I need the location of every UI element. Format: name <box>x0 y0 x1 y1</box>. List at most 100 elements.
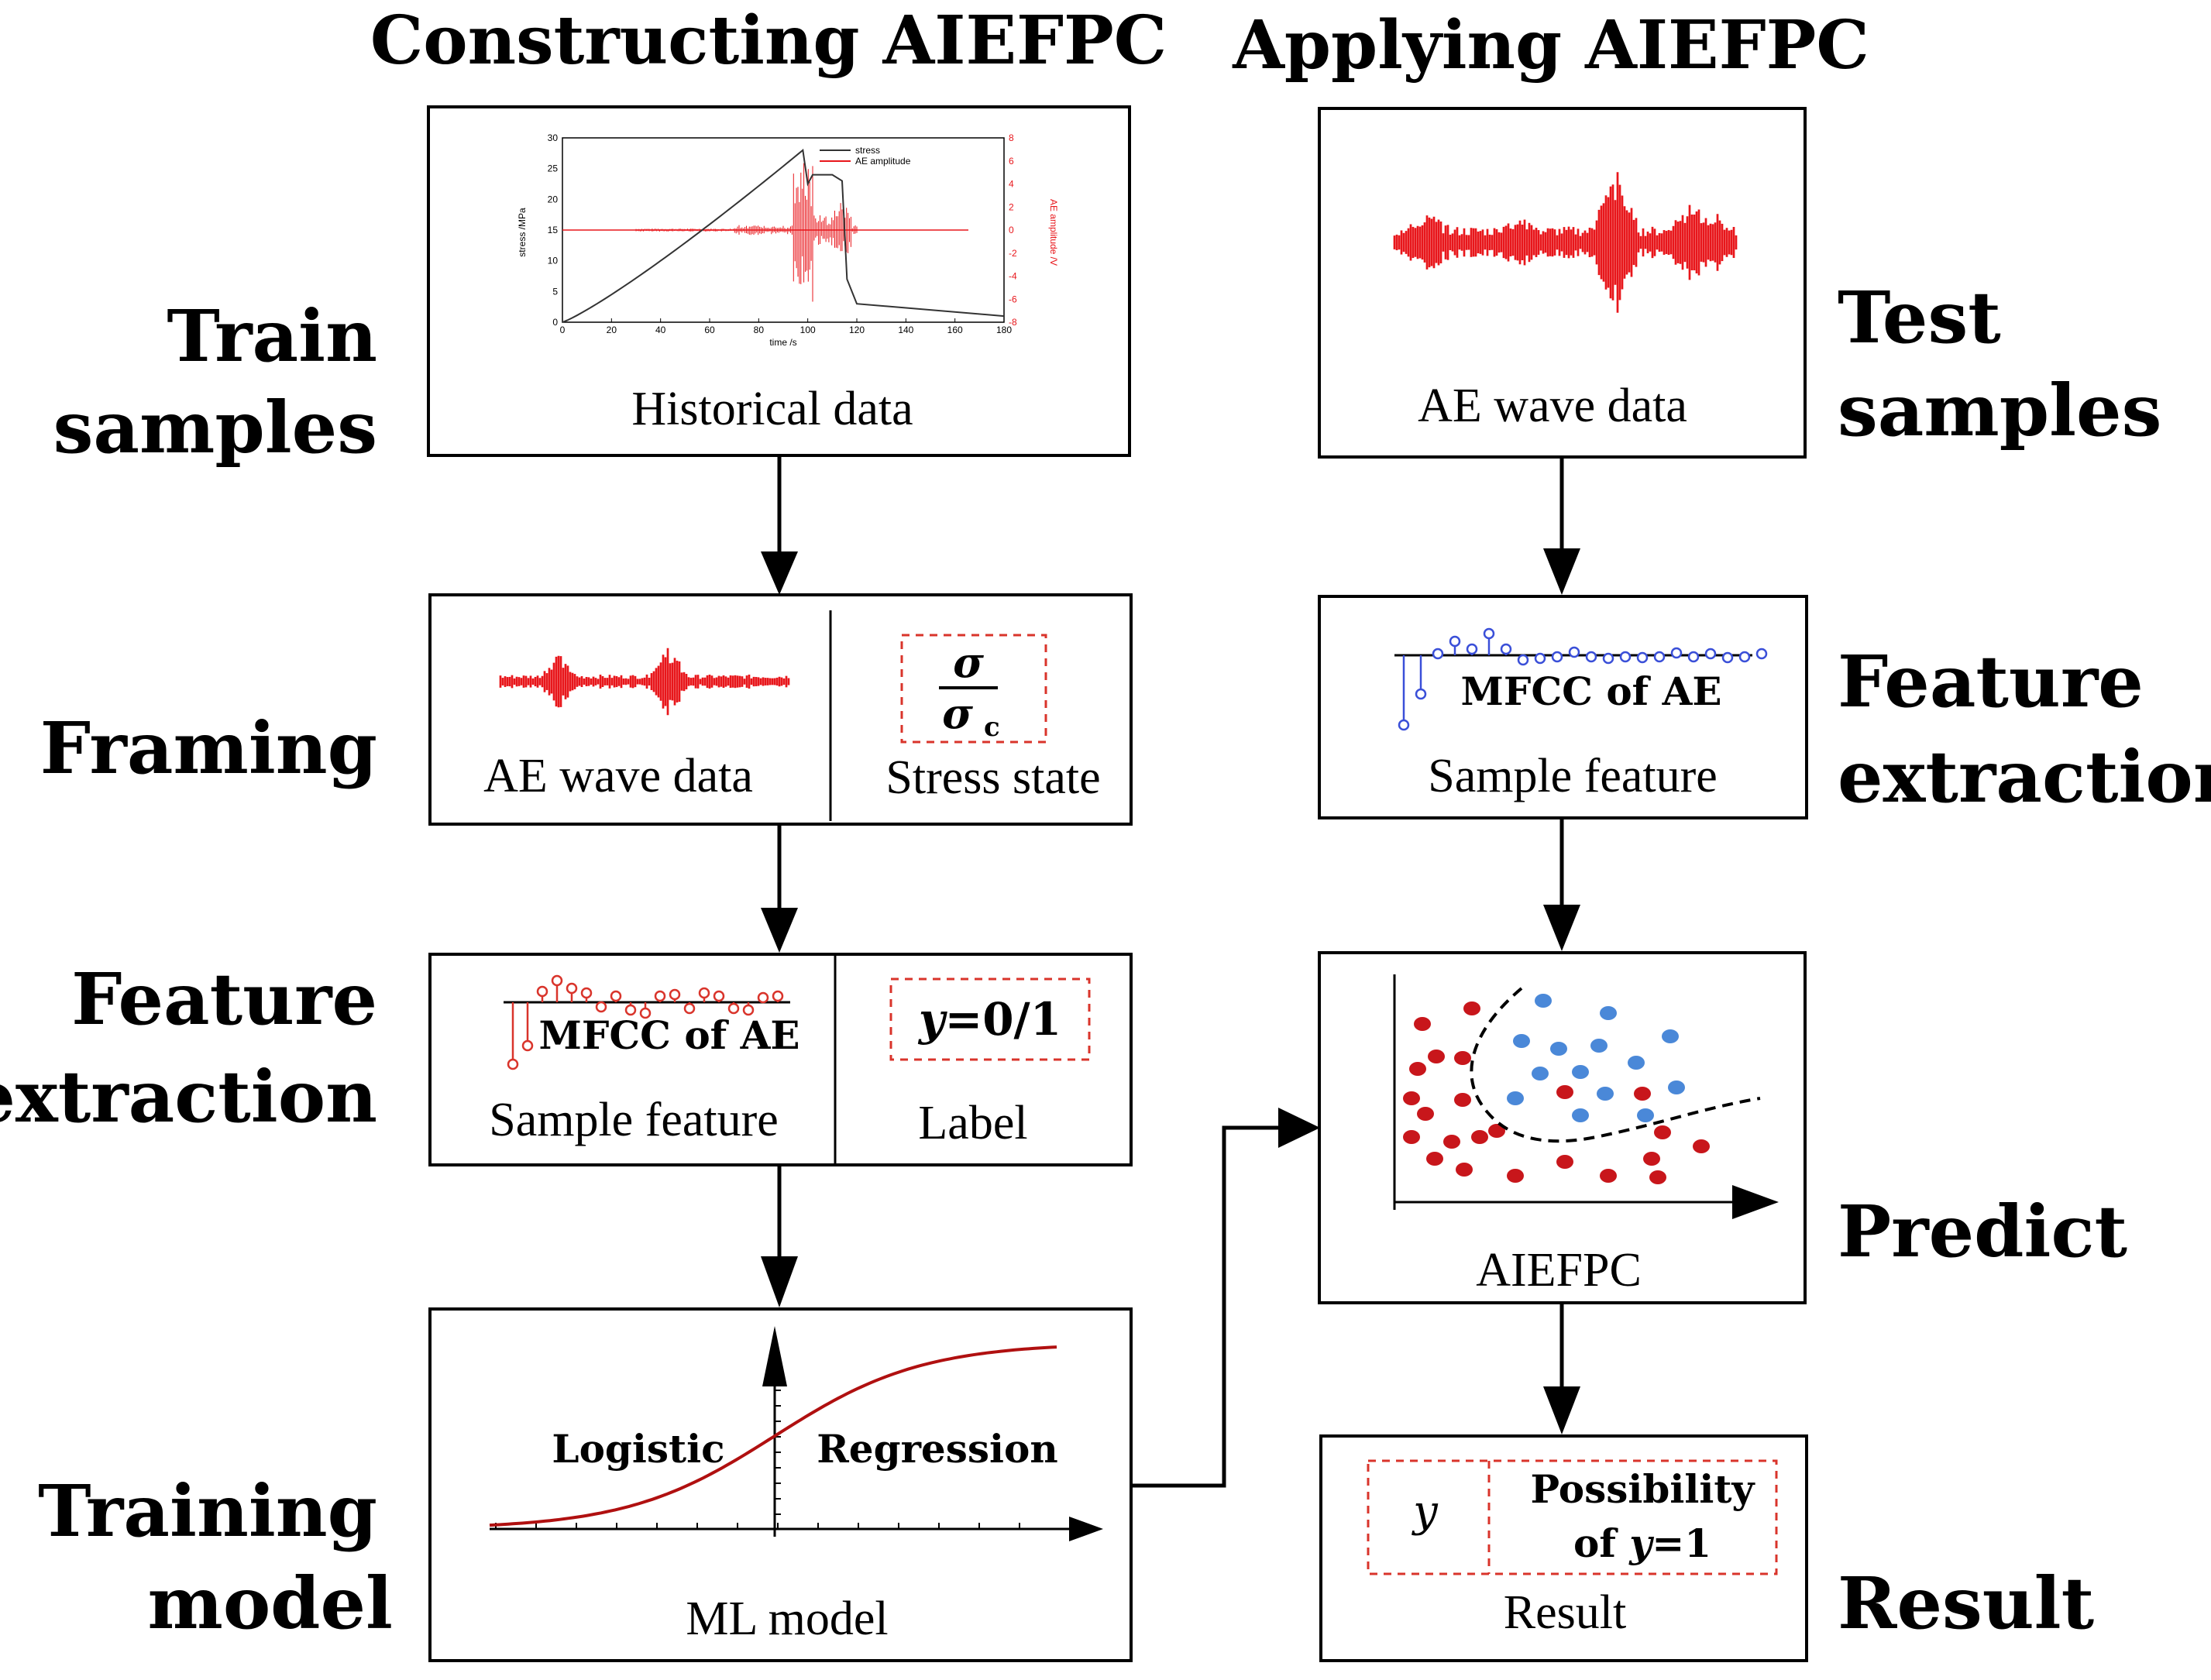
result-dashed-box <box>1367 1459 1778 1575</box>
classification-scatter <box>1393 974 1779 1219</box>
scatter-dot-red <box>1693 1139 1710 1153</box>
scatter-dot-blue <box>1590 1039 1608 1053</box>
scatter-dot-blue <box>1597 1087 1614 1101</box>
mfcc-stem-head <box>1653 651 1666 663</box>
hist-xtick-label: 180 <box>996 325 1012 335</box>
arrow-head-5 <box>1543 905 1580 951</box>
header-constructing: Constructing AIEFPC <box>370 2 1167 80</box>
label-training-model-line1: Training <box>38 1469 377 1553</box>
formula-numerator: σ <box>953 637 984 687</box>
mfcc-stem-head <box>1415 688 1427 700</box>
hist-xtick-label: 20 <box>607 325 617 335</box>
label-train-samples-line1: Train <box>167 294 377 378</box>
arrow-head-6 <box>1543 1386 1580 1434</box>
result-box <box>1319 1434 1808 1662</box>
label-feature-extraction-right-line2: extraction <box>1838 735 2211 819</box>
mfcc-stem-head <box>757 991 769 1004</box>
logistic-label: Logistic <box>552 1426 724 1472</box>
hist-ytick-right-label: -6 <box>1009 294 1017 304</box>
hist-ylabel-left: stress /MPa <box>517 208 528 257</box>
label-feature-extraction-line1: Feature <box>71 957 377 1041</box>
scatter-dot-red <box>1403 1130 1420 1144</box>
mfcc-stem-head <box>1738 651 1751 663</box>
hist-ytick-right-label: -2 <box>1009 248 1017 259</box>
mfcc-stem-head <box>1704 648 1717 660</box>
mfcc-stem-head <box>580 987 593 999</box>
scatter-dot-blue <box>1662 1029 1679 1043</box>
legend-stress-label: stress <box>855 145 880 156</box>
mfcc-stem-head <box>1534 652 1546 665</box>
scatter-dot-red <box>1454 1093 1471 1107</box>
mfcc-stem-head <box>654 990 666 1002</box>
mfcc-stem-head <box>1432 648 1444 660</box>
scatter-dot-blue <box>1572 1065 1589 1079</box>
label-feature-extraction-right-line1: Feature <box>1838 640 2144 723</box>
hist-ytick-right-label: 8 <box>1009 132 1014 143</box>
hist-ytick-right-label: -8 <box>1009 317 1017 328</box>
scatter-dot-red <box>1463 1001 1480 1015</box>
framing-ae-wave <box>499 648 790 716</box>
hist-ytick-left-label: 5 <box>552 286 558 297</box>
hist-xtick-label: 160 <box>947 325 963 335</box>
mfcc-stem-head <box>683 1002 696 1015</box>
mfcc-stem-head <box>1619 651 1632 663</box>
label-value-box <box>889 977 1091 1061</box>
mfcc-stem-head <box>1670 647 1683 659</box>
scatter-dot-red <box>1454 1051 1471 1065</box>
label-feature-extraction-line2: extraction <box>0 1055 377 1139</box>
mfcc-stem-head <box>595 1001 607 1013</box>
mfcc-stem-head <box>1500 643 1512 655</box>
mfcc-stem-head <box>727 1002 740 1015</box>
result-y: y <box>1411 1486 1439 1537</box>
historical-data-caption: Historical data <box>631 383 913 435</box>
scatter-dot-red <box>1426 1152 1443 1166</box>
scatter-dot-red <box>1409 1062 1426 1076</box>
mfcc-stem-head <box>1517 654 1529 666</box>
header-applying: Applying AIEFPC <box>1232 6 1869 84</box>
hist-xtick-label: 40 <box>655 325 666 335</box>
hist-xtick-label: 60 <box>704 325 715 335</box>
arrow-head-2 <box>761 908 798 953</box>
arrow-head-3 <box>761 1256 798 1307</box>
label-value: y=0/1 <box>917 993 1061 1046</box>
framing-box <box>428 593 1133 826</box>
scatter-dot-blue <box>1532 1067 1549 1080</box>
hist-ytick-left-label: 15 <box>548 225 559 235</box>
hist-ytick-left-label: 30 <box>548 132 559 143</box>
mfcc-stem-head <box>536 985 548 998</box>
mfcc-stem-head <box>1466 643 1478 655</box>
scatter-dot-blue <box>1572 1108 1589 1122</box>
label-predict: Predict <box>1838 1190 2127 1273</box>
hist-ytick-right-label: 4 <box>1009 179 1014 190</box>
hist-ytick-right-label: 2 <box>1009 201 1014 212</box>
arrow-head-1 <box>761 551 798 595</box>
mfcc-stem-head <box>1398 719 1410 731</box>
mfcc-stem-head <box>566 982 578 995</box>
mfcc-stem-head <box>742 1004 755 1016</box>
ml-y-arrow <box>762 1326 787 1386</box>
scatter-dot-red <box>1507 1169 1524 1183</box>
ml-x-arrow <box>1069 1517 1103 1541</box>
scatter-dot-blue <box>1535 994 1552 1008</box>
mfcc-stem-head <box>551 974 563 987</box>
stress-formula-box <box>900 634 1047 744</box>
label-test-samples-line2: samples <box>1838 369 2161 452</box>
feature-right-caption: Sample feature <box>1428 750 1718 802</box>
scatter-dot-red <box>1556 1155 1573 1169</box>
scatter-dot-blue <box>1550 1042 1567 1056</box>
decision-boundary <box>1470 987 1761 1143</box>
mfcc-stem-head <box>1687 651 1700 663</box>
test-ae-wave <box>1393 172 1738 313</box>
arrow-model-to-aiefpc <box>1131 1125 1286 1488</box>
hist-xtick-label: 100 <box>800 325 816 335</box>
label-train-samples-line2: samples <box>53 386 377 469</box>
hist-ytick-left-label: 25 <box>548 163 559 174</box>
hist-xtick-label: 140 <box>898 325 913 335</box>
mfcc-stem-head <box>639 1007 652 1019</box>
framing-ae-caption: AE wave data <box>483 750 753 802</box>
hist-xlabel: time /s <box>769 337 796 348</box>
mfcc-stem-plot-red <box>504 974 790 1070</box>
scatter-dot-red <box>1600 1169 1617 1183</box>
hist-ytick-right-label: 6 <box>1009 156 1014 167</box>
